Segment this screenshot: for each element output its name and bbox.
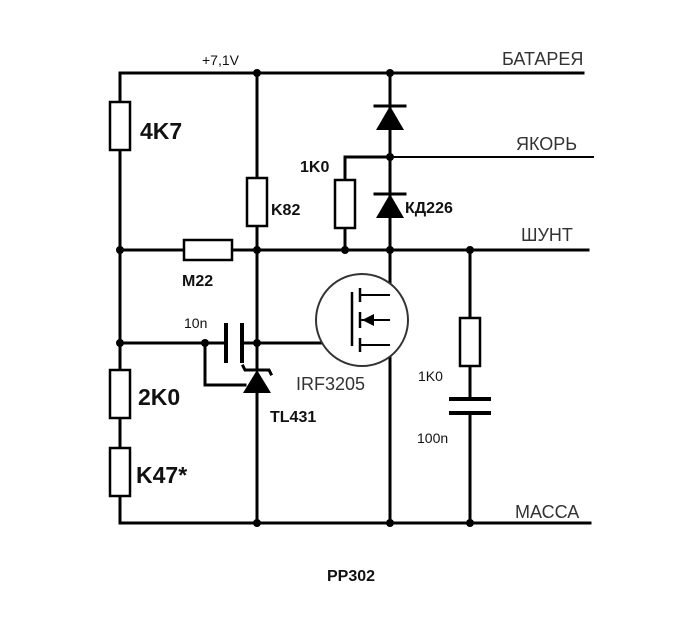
- net-label-battery: БАТАРЕЯ: [502, 49, 583, 69]
- capacitor-100n: [449, 397, 491, 415]
- label-irf3205: IRF3205: [296, 374, 365, 394]
- label-4k7: 4K7: [140, 118, 182, 144]
- label-k47: K47*: [136, 462, 187, 488]
- label-10n: 10n: [184, 315, 207, 331]
- label-m22: M22: [182, 273, 213, 290]
- resistor-1k0-snubber: [458, 316, 482, 368]
- resistor-4k7: [108, 100, 132, 152]
- diode-kd226: [373, 192, 407, 218]
- label-1k0-top: 1K0: [300, 159, 329, 176]
- diagram-caption: PP302: [327, 568, 375, 585]
- net-label-shunt: ШУНТ: [521, 225, 573, 245]
- diode-top: [373, 104, 407, 130]
- mosfet-irf3205: [315, 273, 409, 367]
- tl431-regulator: [240, 363, 274, 393]
- label-2k0: 2K0: [138, 384, 180, 410]
- resistor-2k0: [108, 368, 132, 420]
- resistor-m22: [182, 238, 234, 262]
- resistor-k82: [245, 176, 269, 228]
- label-tl431: TL431: [270, 409, 316, 426]
- supply-voltage-label: +7,1V: [202, 52, 240, 68]
- label-100n: 100n: [417, 430, 448, 446]
- label-k82: K82: [271, 202, 300, 219]
- capacitor-10n: [224, 323, 244, 363]
- label-1k0-snubber: 1K0: [418, 368, 443, 384]
- net-label-ground: МАССА: [515, 502, 579, 522]
- junction-dots: [116, 69, 474, 527]
- resistor-1k0-top: [333, 178, 357, 230]
- net-label-armature: ЯКОРЬ: [516, 134, 577, 154]
- resistor-k47: [108, 446, 132, 498]
- label-kd226: КД226: [405, 200, 453, 217]
